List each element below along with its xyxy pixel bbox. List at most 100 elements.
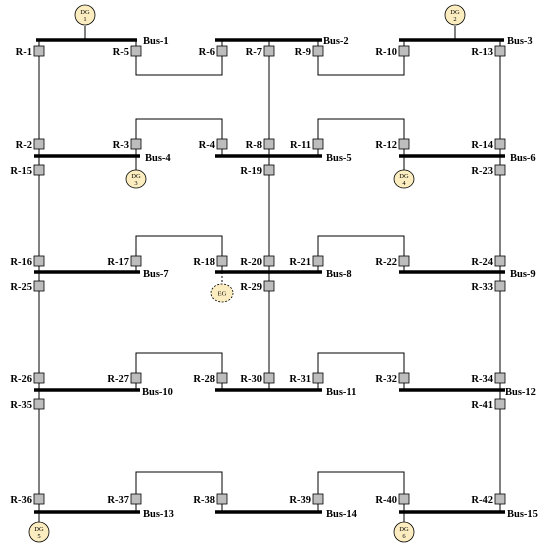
dg4-generator: DG 4 [393,169,415,189]
relay-label-r32: R-32 [375,374,397,385]
dg4-label-line1: DG [399,173,409,180]
relay-label-r35: R-35 [10,400,32,411]
dg1-label-line1: DG [80,9,90,16]
dg2-label-line2: 2 [453,16,456,23]
relay-label-r3: R-3 [113,140,129,151]
relay-r2-box [33,138,45,150]
relay-r4-box [216,138,228,150]
relay-r10-box [398,45,410,57]
relay-r9-box [312,45,324,57]
dg1-circle [74,4,96,26]
dg2-circle [444,4,466,26]
relay-r17-box [130,255,142,267]
dg1-generator: DG 1 [74,4,96,26]
relay-label-r30: R-30 [240,374,262,385]
relay-label-r19: R-19 [240,166,262,177]
bus-label-15: Bus-15 [507,509,538,520]
relay-r15-box [33,164,45,176]
bus-label-8: Bus-8 [326,269,352,280]
relay-r40-box [398,493,410,505]
bus-label-6: Bus-6 [510,153,536,164]
tie-line-bus11-bus12 [317,352,405,390]
bus-label-1: Bus-1 [143,36,169,47]
relay-r19-box [263,164,275,176]
dg5-circle [28,521,50,543]
dg3-label-line2: 3 [134,180,137,187]
bus-label-4: Bus-4 [145,153,171,164]
tie-line-bus2-bus3 [317,40,405,76]
tie-line-bus7-bus8 [135,235,223,272]
relay-label-r25: R-25 [10,282,32,293]
relay-r33-box [494,280,506,292]
bus-label-10: Bus-10 [142,387,173,398]
bus-label-5: Bus-5 [326,153,352,164]
relay-label-r28: R-28 [193,374,215,385]
relay-r3-box [130,138,142,150]
relay-r1-box [33,45,45,57]
relay-r36-box [33,493,45,505]
relay-r21-box [312,255,324,267]
relay-r27-box [130,372,142,384]
relay-r6-box [216,45,228,57]
relay-label-r38: R-38 [193,495,215,506]
relay-label-r8: R-8 [246,140,262,151]
dg6-generator: DG 6 [393,521,415,543]
relay-r28-box [216,372,228,384]
relay-r42-box [494,493,506,505]
relay-label-r7: R-7 [246,47,262,58]
tie-line-bus1-bus2 [135,40,223,76]
relay-r35-box [33,398,45,410]
dg5-generator: DG 5 [28,521,50,543]
relay-label-r33: R-33 [471,282,493,293]
bus-label-12: Bus-12 [505,387,536,398]
relay-label-r36: R-36 [10,495,32,506]
tie-line-bus13-bus14 [135,471,223,512]
relay-label-r29: R-29 [240,282,262,293]
relay-label-r11: R-11 [290,140,311,151]
relay-label-r22: R-22 [375,257,397,268]
tie-line-bus4-bus5 [135,118,223,156]
relay-r41-box [494,398,506,410]
dg6-circle [393,521,415,543]
relay-label-r39: R-39 [289,495,311,506]
dg5-label-line2: 5 [37,533,40,540]
tie-line-bus10-bus11 [135,352,223,390]
tie-line-bus5-bus6 [317,118,405,156]
bus-label-7: Bus-7 [143,269,169,280]
bus-label-14: Bus-14 [326,509,358,520]
dg4-circle [393,169,415,189]
relay-label-r1: R-1 [16,47,32,58]
relay-label-r9: R-9 [295,47,311,58]
dg2-label-line1: DG [450,9,460,16]
relay-r16-box [33,255,45,267]
relay-label-r2: R-2 [16,140,32,151]
relay-label-r15: R-15 [10,166,32,177]
relay-label-r40: R-40 [375,495,397,506]
relay-label-r18: R-18 [193,257,215,268]
eg-label: EG [218,291,227,298]
relay-label-r12: R-12 [375,140,397,151]
dg5-label-line1: DG [34,526,44,533]
relay-label-r21: R-21 [289,257,311,268]
dg4-label-line2: 4 [402,180,406,187]
relay-r12-box [398,138,410,150]
relay-r22-box [398,255,410,267]
eg-generator: EG [210,283,234,303]
relay-label-r34: R-34 [471,374,493,385]
relay-label-r6: R-6 [199,47,215,58]
relay-label-r24: R-24 [471,257,493,268]
relay-r30-box [263,372,275,384]
dg1-label-line2: 1 [83,16,86,23]
relay-r34-box [494,372,506,384]
relay-r39-box [312,493,324,505]
relay-r8-box [263,138,275,150]
dg3-circle [125,169,147,189]
tie-line-bus14-bus15 [317,471,405,512]
relay-label-r37: R-37 [107,495,129,506]
dg3-generator: DG 3 [125,169,147,189]
relay-label-r31: R-31 [289,374,311,385]
dg6-label-line1: DG [399,526,409,533]
relay-r5-box [130,45,142,57]
relay-r37-box [130,493,142,505]
